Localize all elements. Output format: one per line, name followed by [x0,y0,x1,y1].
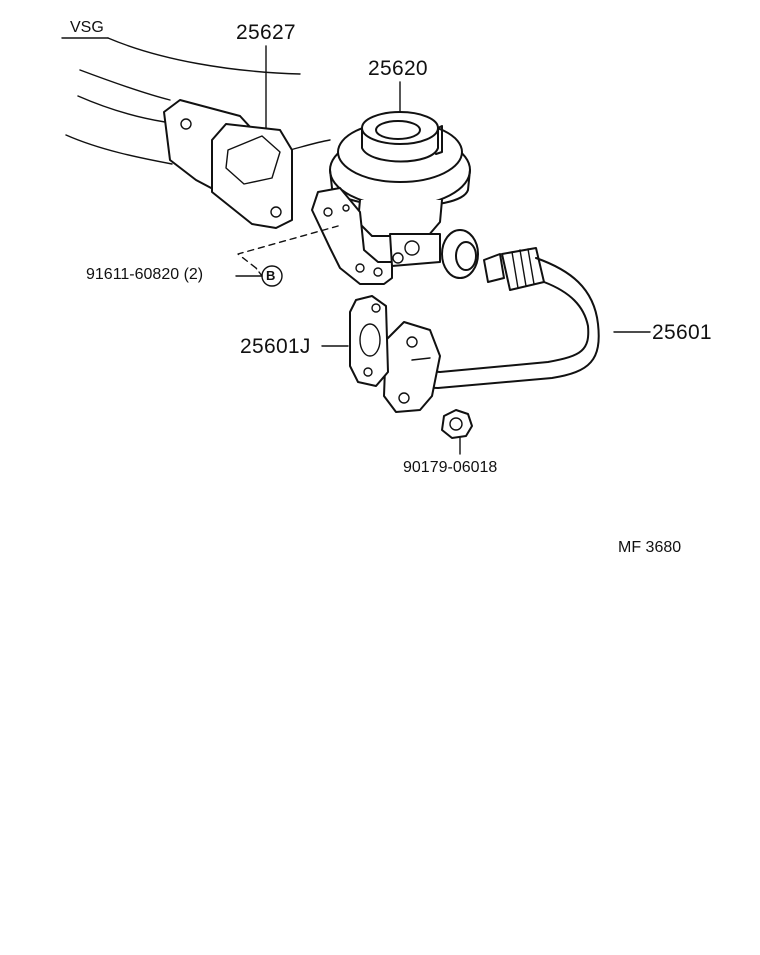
part-label-25620: 25620 [368,57,428,80]
variant-label: VSG [70,19,104,36]
leader-lines [61,37,651,455]
egr-valve-25620-shape [311,111,479,285]
gasket-25627-shape [163,99,293,229]
gasket-25601J-shape [349,295,389,387]
part-label-90179-06018: 90179-06018 [403,459,498,476]
part-label-91611-60820: 91611-60820 (2) [86,266,204,283]
callout-b-letter: B [266,268,276,283]
part-label-25601: 25601 [652,321,712,344]
egr-pipe-25601-shape [383,247,600,413]
part-label-25627: 25627 [236,21,296,44]
nut-90179-06018-shape [441,409,473,439]
part-label-25601J: 25601J [240,335,311,358]
intake-manifold-outline [65,37,331,165]
figure-code: MF 3680 [618,539,682,556]
